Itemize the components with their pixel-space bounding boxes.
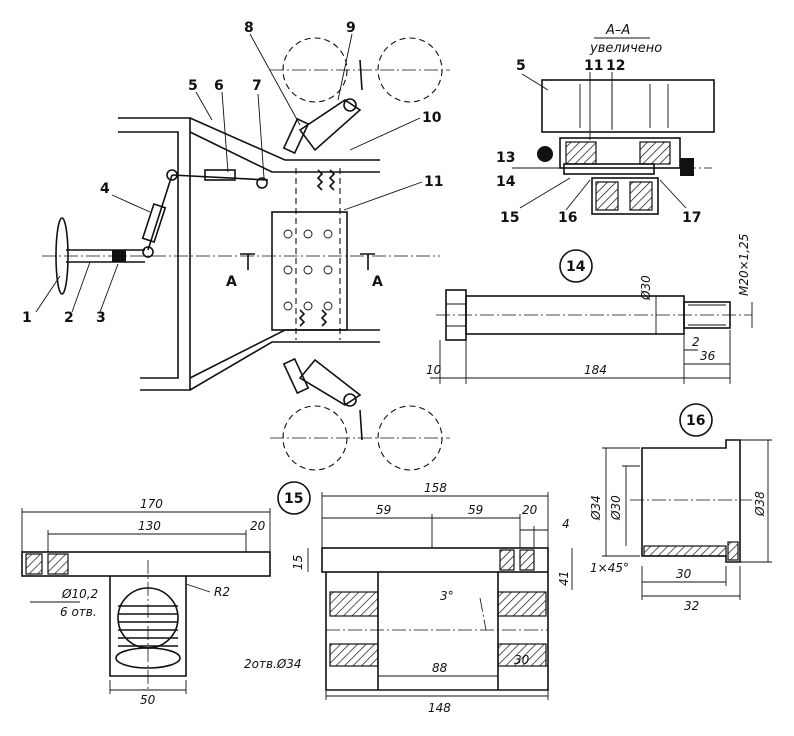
part-17-inner: 88 — [432, 661, 448, 675]
part-14-thread-len: 36 — [700, 349, 716, 363]
part-17-angle: 3° — [440, 589, 454, 603]
sec-label-15: 15 — [500, 210, 519, 226]
part-17-seg4: 4 — [562, 517, 570, 531]
part-17-len-bottom: 148 — [428, 701, 451, 715]
part-17-side: 30 — [514, 653, 530, 667]
part-14-dia: Ø30 — [639, 275, 653, 301]
section-title: A–A — [605, 23, 630, 38]
part-14-len-total: 184 — [584, 363, 607, 377]
section-a-a: A–A увеличено 5 11 12 13 14 15 16 17 — [496, 23, 715, 226]
mount-plate — [271, 211, 348, 331]
part-17-height-left: 15 — [291, 555, 305, 570]
sec-label-14: 14 — [496, 174, 516, 190]
label-2: 2 — [64, 310, 74, 326]
part-15-id: 15 — [284, 491, 303, 507]
part-16-bushing: 16 Ø34 Ø30 Ø38 1×45° 30 32 — [589, 403, 772, 613]
part-17-holes: 2отв.Ø34 — [244, 657, 302, 671]
sec-label-16: 16 — [558, 210, 577, 226]
part-14-len-head: 10 — [426, 363, 442, 377]
assembly-view: 1 2 3 4 5 6 7 8 9 10 11 A A — [22, 20, 450, 471]
label-5: 5 — [188, 78, 198, 94]
sec-label-5: 5 — [516, 58, 526, 74]
part-15-edge: 20 — [250, 519, 266, 533]
part-16-dia-flange: Ø38 — [753, 491, 767, 517]
part-16-len-body: 30 — [676, 567, 692, 581]
frame-rail-top — [118, 117, 191, 391]
part-17-len-top: 158 — [424, 481, 447, 495]
part-15-len-total: 170 — [140, 497, 163, 511]
section-subtitle: увеличено — [589, 41, 662, 56]
label-8: 8 — [244, 20, 254, 36]
label-4: 4 — [100, 181, 110, 197]
label-9: 9 — [346, 20, 356, 36]
sec-label-11: 11 — [584, 58, 603, 74]
part-16-chamfer: 1×45° — [590, 561, 629, 575]
part-16-len-total: 32 — [684, 599, 699, 613]
part-15-width: 50 — [140, 693, 156, 707]
part-16-dia-outer: Ø34 — [589, 495, 603, 521]
sec-label-12: 12 — [606, 58, 625, 74]
section-mark-a-right: A — [372, 274, 383, 290]
label-10: 10 — [422, 110, 442, 126]
part-17-seg3: 20 — [522, 503, 538, 517]
part-14-id: 14 — [566, 259, 586, 275]
part-17-seg2: 59 — [468, 503, 483, 517]
part-16-id: 16 — [686, 413, 705, 429]
sec-label-13: 13 — [496, 150, 515, 166]
part-17-seg1: 59 — [376, 503, 391, 517]
part-17-housing: 158 59 59 20 4 15 41 3° 2отв.Ø34 88 30 1… — [244, 481, 573, 715]
section-mark-a-left: A — [226, 274, 237, 290]
part-15-hole-dia: Ø10,2 — [61, 587, 98, 601]
label-7: 7 — [252, 78, 262, 94]
part-15-radius: R2 — [214, 585, 230, 599]
part-15-holes: 6 отв. — [60, 605, 97, 619]
part-14-bolt: 14 Ø30 M20×1,25 10 184 2 36 — [426, 234, 753, 384]
part-15-bracket: 15 170 130 20 Ø10,2 6 отв. R2 50 — [21, 481, 311, 707]
label-3: 3 — [96, 310, 106, 326]
label-1: 1 — [22, 310, 32, 326]
part-15-hole-spacing: 130 — [138, 519, 161, 533]
part-17-height-right: 41 — [557, 571, 571, 586]
label-11: 11 — [424, 174, 443, 190]
sec-label-17: 17 — [682, 210, 701, 226]
part-16-dia-inner: Ø30 — [609, 495, 623, 521]
part-14-chamfer: 2 — [692, 335, 700, 349]
part-14-thread: M20×1,25 — [737, 234, 751, 296]
label-6: 6 — [214, 78, 224, 94]
